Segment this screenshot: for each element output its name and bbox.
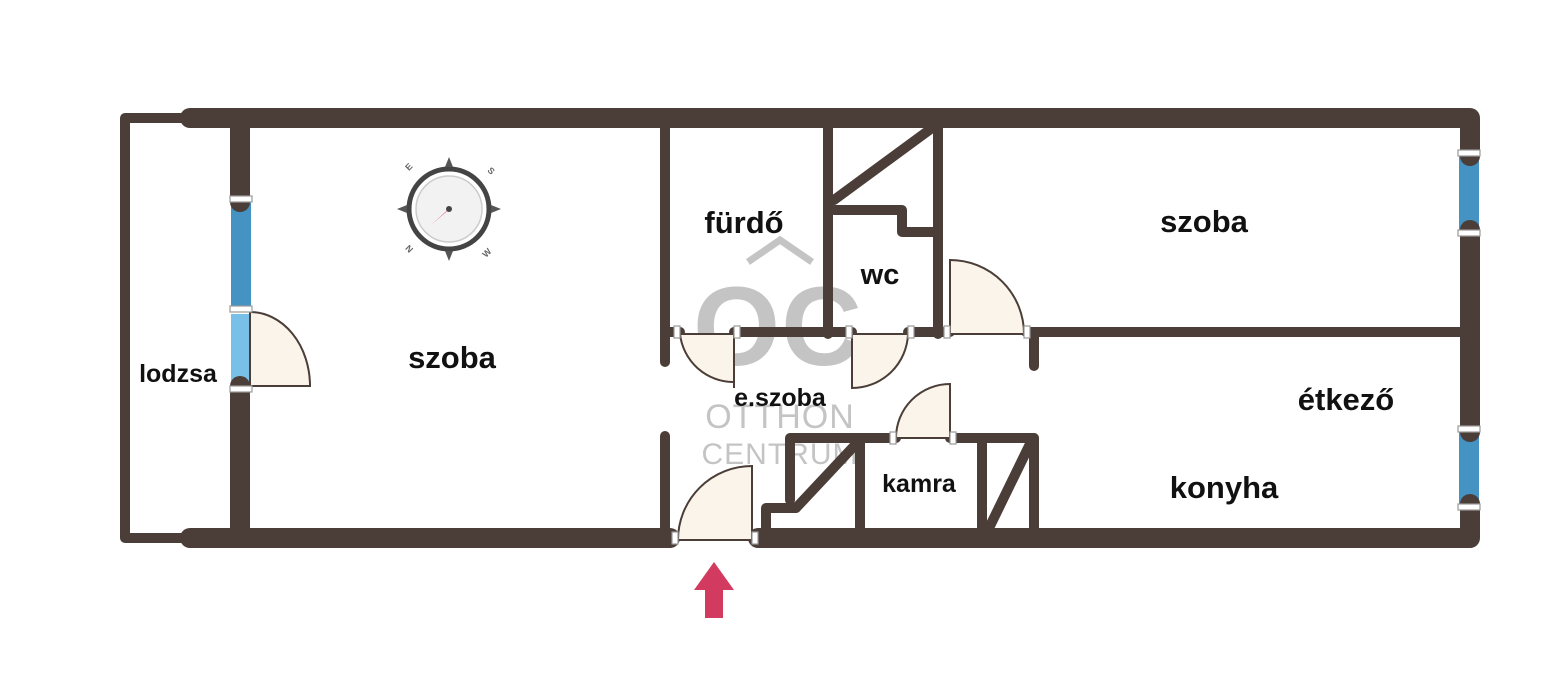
windows xyxy=(231,156,1479,504)
label-szoba-left: szoba xyxy=(408,340,497,375)
window-left-balcony-door xyxy=(231,314,251,386)
label-eszoba: e.szoba xyxy=(734,384,827,412)
door-entrance xyxy=(676,464,753,541)
entrance-arrow-icon xyxy=(694,562,734,618)
label-lodzsa: lodzsa xyxy=(139,360,218,388)
wall-top xyxy=(180,108,1480,166)
wall-wc-diagonal xyxy=(829,123,937,205)
loggia-outline xyxy=(120,113,195,543)
compass-label-n: N xyxy=(403,243,415,255)
label-furdo: fürdő xyxy=(704,205,783,240)
compass-label-w: W xyxy=(480,246,493,259)
compass-label-s: S xyxy=(485,165,496,176)
label-etkezo: étkező xyxy=(1298,382,1394,417)
compass-label-e: E xyxy=(403,161,414,172)
label-konyha: konyha xyxy=(1170,470,1279,505)
door-wc xyxy=(851,333,910,390)
room-labels: lodzsa szoba fürdő wc szoba e.szoba étke… xyxy=(139,204,1394,505)
wall-pantry-diagonal-right xyxy=(985,439,1035,531)
watermark-roof-icon xyxy=(746,235,814,265)
compass-icon: E S N W xyxy=(397,157,501,261)
doors xyxy=(249,258,1026,541)
label-wc: wc xyxy=(860,259,900,291)
wall-bottom-right xyxy=(748,494,1480,548)
wall-pantry-diagonal-left xyxy=(791,439,861,513)
watermark-line1: OTTHON xyxy=(705,398,855,436)
door-room-right xyxy=(949,258,1026,335)
wall-wc-niche xyxy=(829,205,939,237)
door-bathroom xyxy=(678,333,735,384)
walls xyxy=(120,108,1480,548)
door-jambs xyxy=(229,149,1481,545)
window-left-upper xyxy=(231,202,251,306)
door-balcony xyxy=(249,310,312,387)
label-kamra: kamra xyxy=(882,470,957,498)
door-pantry xyxy=(894,382,951,439)
window-right-lower xyxy=(1459,432,1479,504)
wall-pantry-step xyxy=(761,503,801,535)
window-right-upper xyxy=(1459,156,1479,230)
label-szoba-right: szoba xyxy=(1160,204,1249,239)
